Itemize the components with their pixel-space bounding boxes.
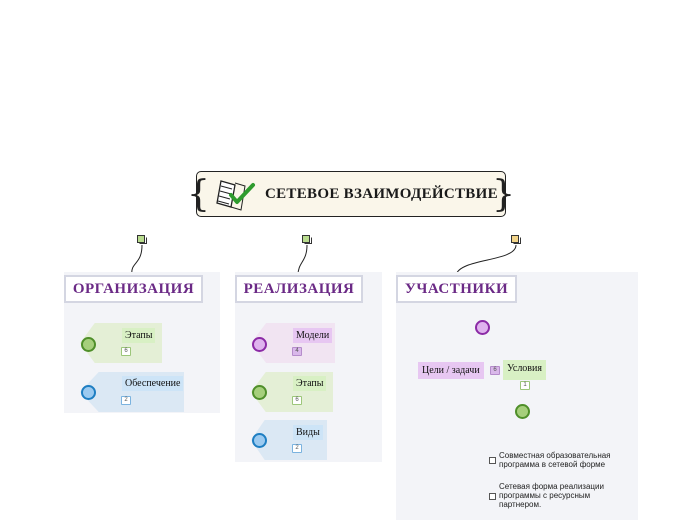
conditions-child-node[interactable] — [515, 404, 530, 419]
note-joint-program: Совместная образовательная программа в с… — [499, 451, 611, 469]
note-icon[interactable] — [137, 235, 147, 245]
realization-item-types-count: 2 — [292, 444, 302, 453]
goals-tasks-label[interactable]: Цели / задачи — [418, 362, 484, 379]
central-topic-title: СЕТЕВОЕ ВЗАИМОДЕЙСТВИЕ — [265, 186, 498, 202]
participants-header[interactable]: УЧАСТНИКИ — [396, 275, 517, 303]
organization-header[interactable]: ОРГАНИЗАЦИЯ — [64, 275, 203, 303]
goals-tasks-count: 6 — [490, 366, 500, 375]
checklist-icon — [216, 180, 255, 211]
realization-item-types-label[interactable]: Виды — [293, 425, 323, 440]
realization-item-stages-count: 6 — [292, 396, 302, 405]
realization-item-stages-label[interactable]: Этапы — [293, 376, 327, 391]
conditions-count: 1 — [520, 381, 530, 390]
organization-item-stages-count: 6 — [121, 347, 131, 356]
note-checkbox[interactable] — [489, 457, 496, 464]
participants-panel — [396, 272, 638, 520]
organization-item-stages-node[interactable] — [81, 337, 96, 352]
organization-item-support-count: 2 — [121, 396, 131, 405]
conditions-label[interactable]: Условия — [503, 360, 546, 380]
note-checkbox[interactable] — [489, 493, 496, 500]
note-icon[interactable] — [511, 235, 521, 245]
realization-item-stages-node[interactable] — [252, 385, 267, 400]
organization-item-stages-label[interactable]: Этапы — [122, 328, 156, 343]
left-brace: { — [187, 174, 210, 215]
realization-item-models-count: 4 — [292, 347, 302, 356]
realization-item-types-node[interactable] — [252, 433, 267, 448]
realization-item-models-label[interactable]: Модели — [293, 328, 333, 343]
note-icon[interactable] — [302, 235, 312, 245]
realization-header[interactable]: РЕАЛИЗАЦИЯ — [235, 275, 363, 303]
note-network-form: Сетевая форма реализации программы с рес… — [499, 482, 604, 509]
participants-root-node[interactable] — [475, 320, 490, 335]
organization-item-support-label[interactable]: Обеспечение — [122, 376, 184, 391]
realization-item-models-node[interactable] — [252, 337, 267, 352]
organization-item-support-node[interactable] — [81, 385, 96, 400]
central-topic[interactable]: { } СЕТЕВОЕ ВЗАИМОДЕЙСТВИЕ — [187, 171, 515, 217]
right-brace: } — [492, 174, 515, 215]
